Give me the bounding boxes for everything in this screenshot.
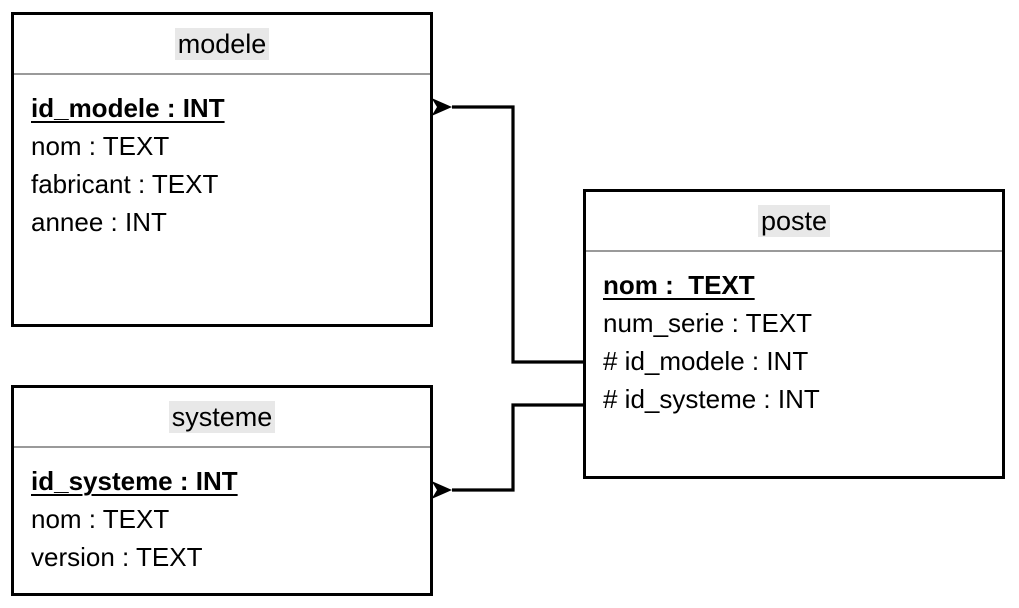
entity-modele[interactable]: modele id_modele : INT nom : TEXT fabric… (11, 12, 433, 327)
entity-modele-title: modele (174, 27, 270, 61)
entity-poste-title-band: poste (586, 192, 1002, 252)
relationship-poste-modele (431, 98, 584, 364)
entity-systeme-title: systeme (168, 400, 276, 434)
attribute-row: fabricant : TEXT (31, 169, 219, 199)
entity-systeme[interactable]: systeme id_systeme : INT nom : TEXT vers… (11, 385, 433, 596)
entity-poste-title: poste (757, 204, 831, 238)
entity-modele-attributes: id_modele : INT nom : TEXT fabricant : T… (14, 75, 430, 324)
relationship-poste-systeme (431, 403, 584, 499)
attribute-row: version : TEXT (31, 542, 203, 572)
entity-systeme-attributes: id_systeme : INT nom : TEXT version : TE… (14, 448, 430, 593)
entity-modele-title-band: modele (14, 15, 430, 75)
attribute-row: id_systeme : INT (31, 466, 238, 496)
attribute-row: # id_modele : INT (603, 346, 809, 376)
attribute-row: num_serie : TEXT (603, 308, 813, 338)
entity-poste-attributes: nom : TEXT num_serie : TEXT # id_modele … (586, 252, 1002, 476)
entity-poste[interactable]: poste nom : TEXT num_serie : TEXT # id_m… (583, 189, 1005, 479)
attribute-row: # id_systeme : INT (603, 384, 820, 414)
attribute-row: id_modele : INT (31, 93, 225, 123)
attribute-row: nom : TEXT (31, 504, 170, 534)
attribute-row: annee : INT (31, 207, 167, 237)
attribute-row: nom : TEXT (603, 270, 755, 300)
attribute-row: nom : TEXT (31, 131, 170, 161)
entity-systeme-title-band: systeme (14, 388, 430, 448)
